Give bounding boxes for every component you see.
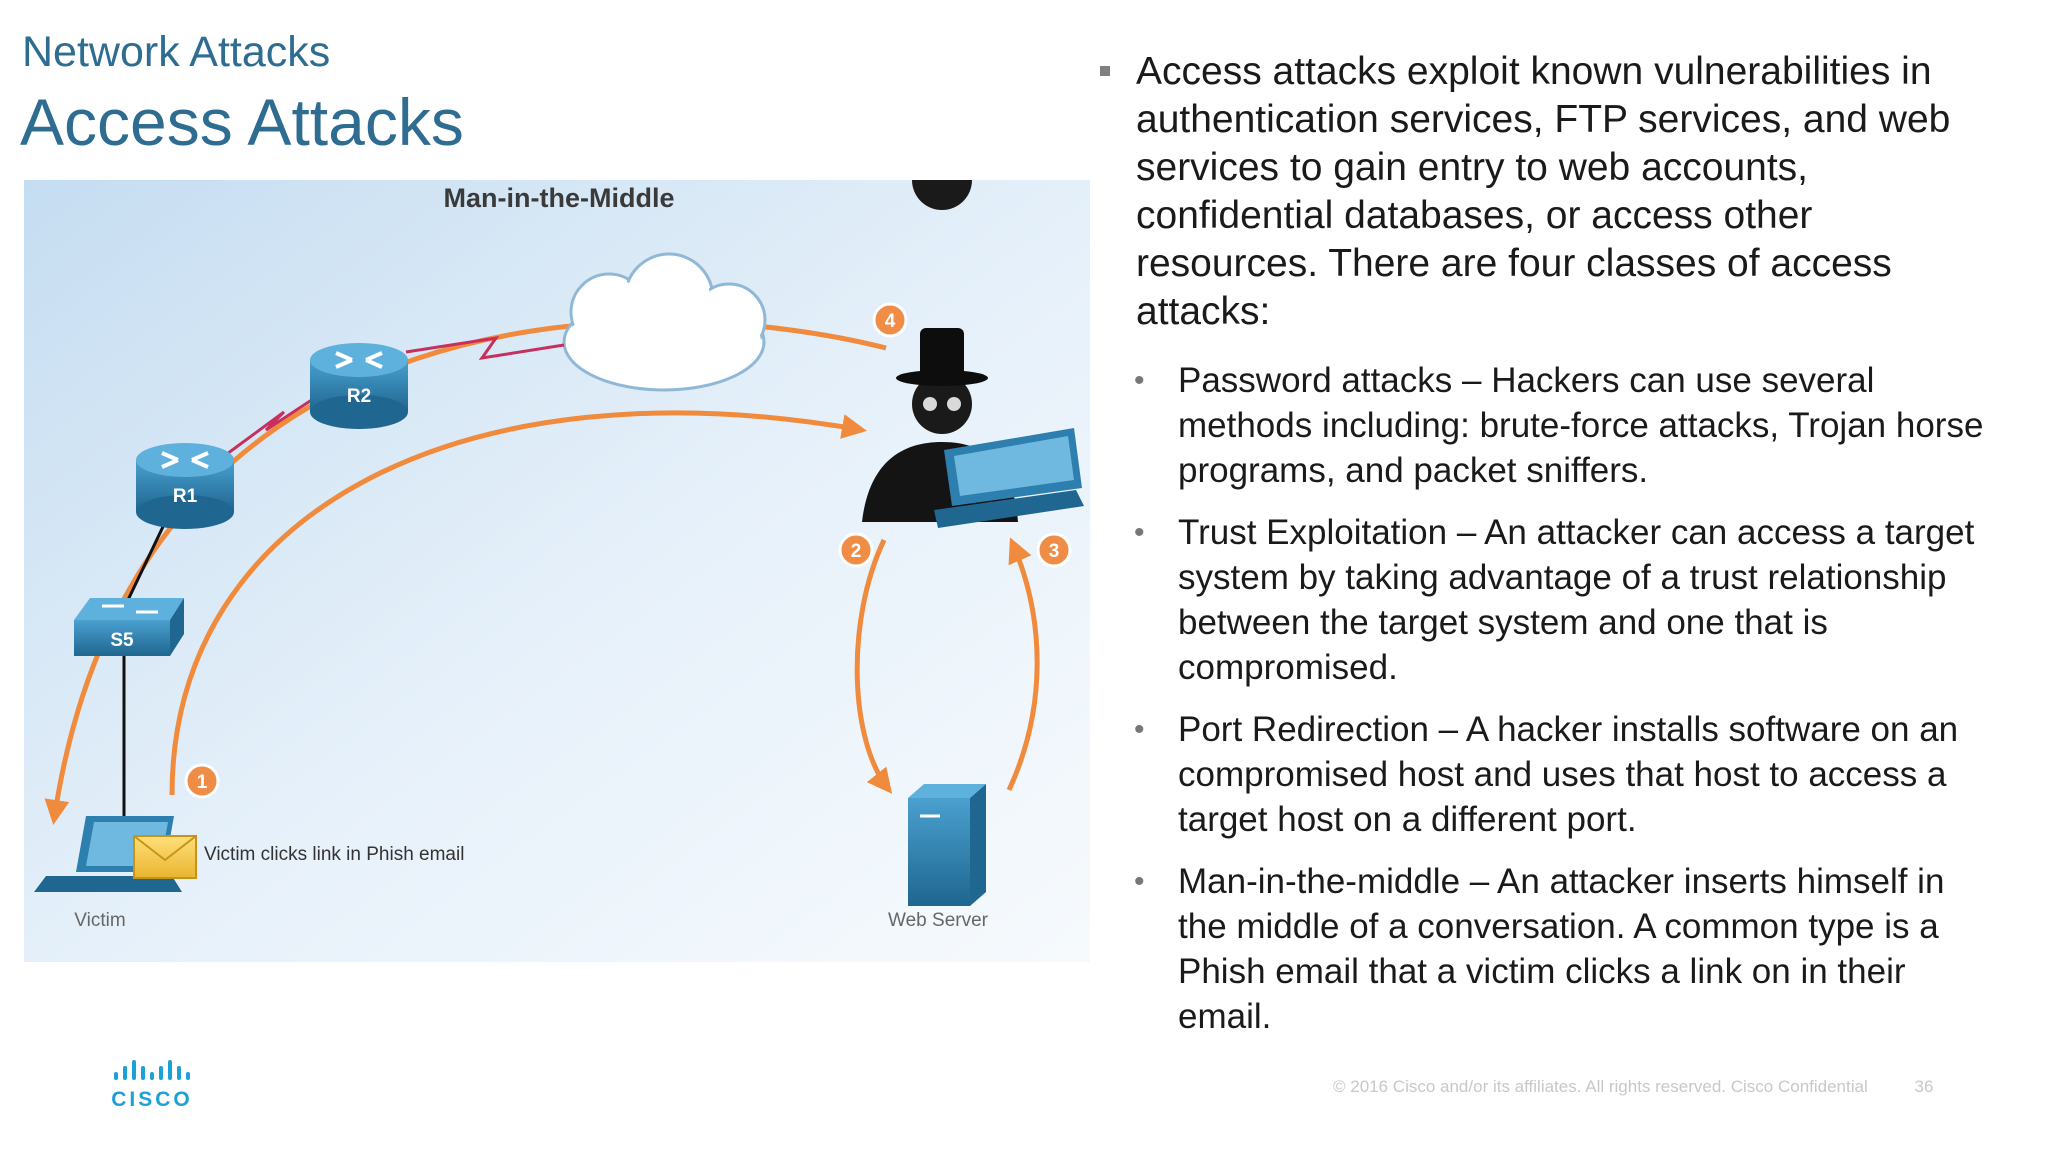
trust-exploitation-text: Trust Exploitation – An attacker can acc… [1178, 513, 1975, 687]
svg-text:1: 1 [197, 772, 208, 793]
step-badge-1: 1 [184, 763, 220, 799]
svg-text:3: 3 [1049, 541, 1060, 562]
arrow-attacker-to-server [854, 538, 893, 794]
svg-text:4: 4 [885, 311, 896, 332]
svg-text:CISCO: CISCO [112, 1088, 193, 1111]
square-bullet-icon [1100, 66, 1110, 76]
arrow-victim-to-attacker [169, 410, 867, 796]
list-item: • Password attacks – Hackers can use sev… [1100, 358, 2000, 493]
list-item: • Trust Exploitation – An attacker can a… [1100, 510, 2000, 690]
attack-classes-list: • Password attacks – Hackers can use sev… [1100, 358, 2000, 1039]
attacker-hacker-icon [862, 180, 1084, 528]
page-number: 36 [1914, 1077, 1934, 1096]
bullet-content: Access attacks exploit known vulnerabili… [1100, 48, 2000, 1056]
arrow-server-to-attacker [1006, 537, 1040, 792]
step-badge-2: 2 [838, 532, 874, 568]
slide-title: Access Attacks [20, 85, 464, 159]
router-r1-label: R1 [173, 486, 198, 507]
footer: © 2016 Cisco and/or its affiliates. All … [1333, 1077, 1933, 1097]
svg-text:2: 2 [851, 541, 862, 562]
phish-email-envelope-icon [133, 835, 197, 879]
copyright-text: © 2016 Cisco and/or its affiliates. All … [1333, 1077, 1868, 1096]
slide-kicker: Network Attacks [22, 28, 331, 76]
round-bullet-icon: • [1134, 865, 1145, 898]
switch-s5-icon [74, 598, 184, 656]
diagram-title: Man-in-the-Middle [444, 183, 675, 213]
router-r2-icon [310, 343, 408, 429]
cisco-logo: CISCO [112, 1060, 193, 1111]
intro-bullet: Access attacks exploit known vulnerabili… [1100, 48, 2000, 336]
round-bullet-icon: • [1134, 713, 1145, 746]
switch-s5-label: S5 [110, 630, 134, 651]
list-item: • Port Redirection – A hacker installs s… [1100, 707, 2000, 842]
port-redirection-text: Port Redirection – A hacker installs sof… [1178, 710, 1959, 839]
victim-label: Victim [74, 910, 125, 931]
mitm-diagram: Man-in-the-Middle R2 R1 [24, 180, 1090, 962]
man-in-the-middle-text: Man-in-the-middle – An attacker inserts … [1178, 862, 1945, 1036]
web-server-icon [908, 784, 986, 906]
phish-callout-text: Victim clicks link in Phish email [204, 844, 464, 865]
step-badge-4: 4 [872, 302, 908, 338]
round-bullet-icon: • [1134, 516, 1145, 549]
step-badge-3: 3 [1036, 532, 1072, 568]
web-server-label: Web Server [888, 910, 989, 931]
intro-text: Access attacks exploit known vulnerabili… [1136, 50, 1951, 333]
round-bullet-icon: • [1134, 364, 1145, 397]
password-attacks-text: Password attacks – Hackers can use sever… [1178, 361, 1984, 490]
router-r1-icon [136, 443, 234, 529]
serial-link-r1-r2 [215, 378, 343, 464]
list-item: • Man-in-the-middle – An attacker insert… [1100, 859, 2000, 1039]
router-r2-label: R2 [347, 386, 371, 407]
serial-link-r2-cloud [405, 335, 565, 361]
